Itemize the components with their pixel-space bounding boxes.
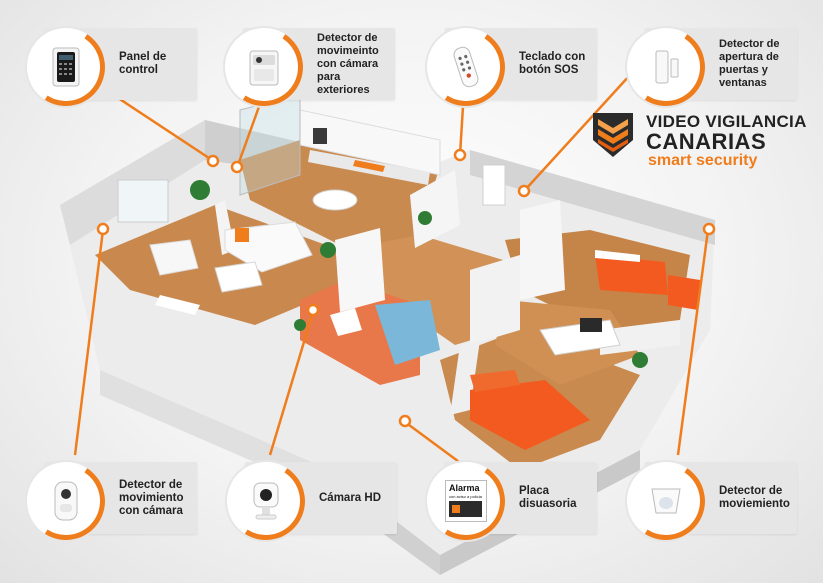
sign-title: Alarma: [449, 483, 480, 493]
door-sensor-icon: [655, 50, 679, 84]
device-card-sos-keypad: Teclado con botón SOS: [419, 20, 597, 114]
brand-line-1: VIDEO VIGILANCIA: [646, 112, 807, 131]
bed-2: [470, 380, 590, 450]
interior-wall: [410, 170, 460, 248]
device-badge: [19, 454, 113, 548]
rug: [155, 295, 200, 315]
interior-wall: [600, 320, 680, 355]
bed-1: [595, 255, 668, 295]
device-card-outdoor-camera-motion: Detector de movimeinto con cámara para e…: [217, 20, 395, 114]
brand-logo: VIDEO VIGILANCIA CANARIAS smart security: [590, 108, 820, 170]
bathtub: [375, 300, 440, 365]
device-card-deterrent-sign: Alarma con aviso a policía Placa disuaso…: [419, 454, 597, 548]
cushion: [235, 228, 249, 242]
device-label: Detector de apertura de puertas y ventan…: [719, 38, 780, 89]
device-label: Detector de movimeinto con cámara para e…: [317, 31, 379, 96]
hd-camera-icon: [253, 482, 279, 520]
brand-line-2: CANARIAS: [646, 129, 767, 154]
interior-wall: [520, 200, 565, 300]
brand-tagline: smart security: [648, 152, 758, 169]
armchair: [149, 239, 199, 276]
device-badge: Alarma con aviso a policía: [419, 454, 513, 548]
device-badge: [19, 20, 113, 114]
sign-logo: [449, 501, 482, 517]
motion-camera-icon: [54, 481, 78, 521]
bed-2-pillows: [470, 370, 520, 392]
device-badge: [619, 454, 713, 548]
outdoor-camera-icon: [249, 50, 279, 86]
monitor: [580, 318, 602, 332]
plant: [190, 180, 210, 200]
wall-back-right: [470, 150, 715, 245]
bed-1-side: [668, 275, 700, 310]
device-card-hd-camera: Cámara HD: [219, 454, 397, 548]
plant: [632, 352, 648, 368]
device-card-camera-motion: Detector de movimiento con cámara: [19, 454, 197, 548]
keypad-icon: [52, 47, 80, 87]
device-label: Cámara HD: [319, 491, 381, 504]
oven: [313, 128, 327, 144]
shield-chevron-logo-icon: [593, 113, 633, 157]
device-badge: [419, 20, 513, 114]
device-label: Detector de movimiento con cámara: [119, 478, 184, 517]
device-badge: [217, 20, 311, 114]
sensor-dots: [96, 148, 716, 428]
coffee-table: [214, 261, 263, 293]
device-card-control-panel: Panel de control: [19, 20, 197, 114]
device-badge: [619, 20, 713, 114]
device-label: Detector de moviemiento: [719, 485, 790, 510]
motion-sensor-icon: [651, 488, 681, 514]
interior-wall: [470, 255, 520, 345]
plant: [320, 242, 336, 258]
device-badge: [219, 454, 313, 548]
device-label: Teclado con botón SOS: [519, 51, 586, 76]
interior-wall: [335, 228, 385, 312]
device-card-door-window: Detector de apertura de puertas y ventan…: [619, 20, 797, 114]
sign-icon: Alarma con aviso a policía: [445, 480, 487, 522]
device-label: Placa disuasoria: [519, 485, 577, 510]
pillow: [595, 250, 640, 262]
sink: [330, 308, 362, 336]
plant: [418, 211, 432, 225]
front-door: [482, 164, 506, 206]
plant: [294, 319, 306, 331]
window-left: [117, 179, 169, 223]
kitchen-accent: [353, 160, 385, 172]
dining-table: [312, 189, 358, 211]
device-label: Panel de control: [119, 51, 167, 76]
interior-wall: [450, 340, 480, 415]
device-card-motion: Detector de moviemiento: [619, 454, 797, 548]
sign-subtitle: con aviso a policía: [449, 494, 482, 499]
remote-icon: [453, 46, 479, 88]
